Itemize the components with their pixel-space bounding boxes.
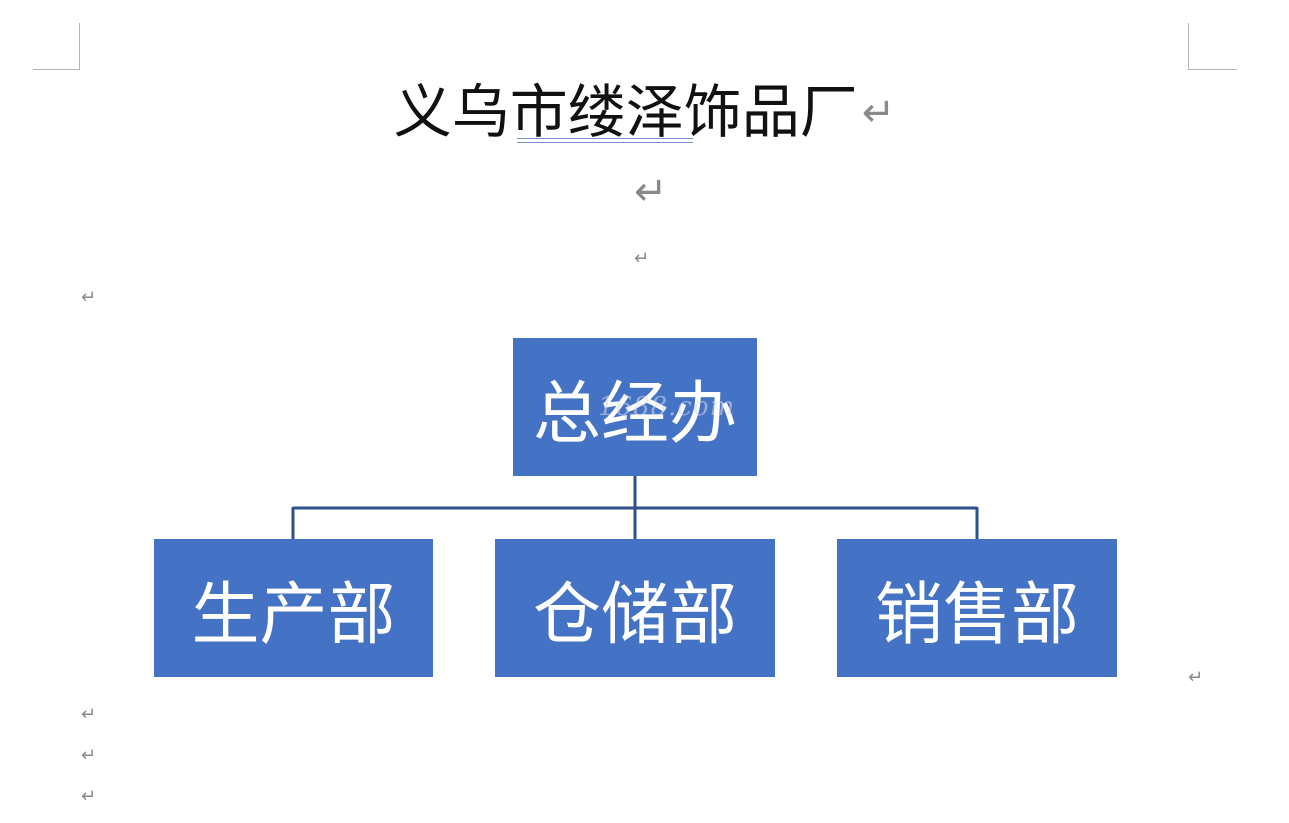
org-box-production[interactable]: 生产部 xyxy=(154,539,433,677)
spellcheck-underline xyxy=(517,138,693,143)
paragraph-mark-icon: ↵ xyxy=(81,786,97,807)
paragraph-mark-icon: ↵ xyxy=(861,90,896,136)
page-corner-top-left xyxy=(33,23,80,70)
org-box-general-office[interactable]: 总经办 xyxy=(513,338,757,476)
page-corner-top-right xyxy=(1188,23,1237,70)
org-box-warehouse[interactable]: 仓储部 xyxy=(495,539,775,677)
org-box-label: 总经办 xyxy=(532,374,737,454)
paragraph-mark-icon: ↵ xyxy=(81,745,97,766)
org-box-label: 销售部 xyxy=(874,575,1079,655)
org-box-label: 生产部 xyxy=(191,575,396,655)
org-box-label: 仓储部 xyxy=(532,575,737,655)
paragraph-mark-icon: ↵ xyxy=(1188,667,1204,688)
paragraph-mark-icon: ↵ xyxy=(634,248,650,269)
paragraph-mark-icon: ↵ xyxy=(81,287,97,308)
document-title[interactable]: 义乌市缕泽饰品厂↵ xyxy=(0,76,1289,149)
paragraph-mark-icon: ↵ xyxy=(634,169,668,215)
org-box-sales[interactable]: 销售部 xyxy=(837,539,1117,677)
watermark: 1688.com xyxy=(598,392,736,422)
paragraph-mark-icon: ↵ xyxy=(81,704,97,725)
title-text[interactable]: 义乌市缕泽饰品厂 xyxy=(393,78,858,146)
